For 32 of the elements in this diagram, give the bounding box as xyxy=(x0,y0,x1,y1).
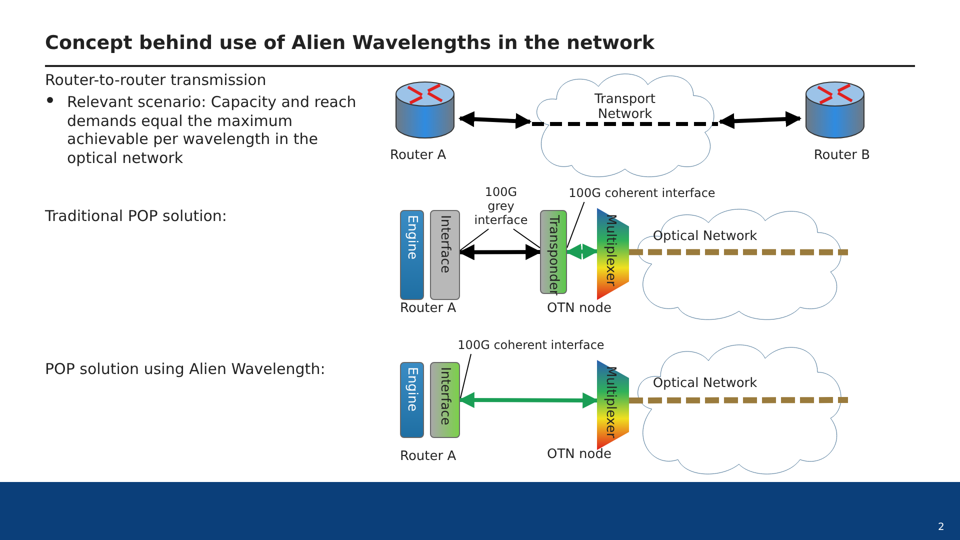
double-arrow xyxy=(565,244,599,260)
title: Concept behind use of Alien Wavelengths in the network xyxy=(45,32,655,54)
double-arrow xyxy=(458,392,599,408)
leader-line xyxy=(566,202,585,248)
multiplexer-trapezoid: Multiplexer xyxy=(597,360,629,450)
multiplexer-trapezoid: Multiplexer xyxy=(597,208,629,300)
double-arrow xyxy=(458,244,542,260)
text-label: Relevant scenario: Capacity and reach demands equal the maximum achievable per wavelength in the optical network xyxy=(67,93,358,167)
page-number: 2 xyxy=(938,522,944,533)
text-label: Router A xyxy=(400,301,456,316)
text-label: Router-to-router transmission xyxy=(45,71,266,89)
text-label: Traditional POP solution: xyxy=(45,207,227,225)
text-label: POP solution using Alien Wavelength: xyxy=(45,360,326,378)
leader-line xyxy=(460,354,472,400)
router: Router A xyxy=(390,78,460,168)
leader-line xyxy=(460,228,490,251)
annotation-text: 100G coherent interface xyxy=(566,186,718,202)
text-label: OTN node xyxy=(547,447,612,462)
router: Router B xyxy=(800,78,870,168)
vertical-bar: Interface xyxy=(430,362,460,438)
vertical-bar: Engine xyxy=(400,210,424,300)
annotation-text: 100G coherent interface xyxy=(456,338,606,354)
double-arrow xyxy=(458,111,532,130)
fiber-line xyxy=(629,397,848,404)
vertical-bar: Interface xyxy=(430,210,460,300)
text-label: OTN node xyxy=(547,301,612,316)
annotation-text: 100G grey interface xyxy=(470,185,532,229)
text-label: Router A xyxy=(400,449,456,464)
double-arrow xyxy=(718,111,802,130)
leader-line xyxy=(512,228,540,248)
vertical-bar: Transponder xyxy=(540,210,567,294)
vertical-bar: Engine xyxy=(400,362,424,438)
